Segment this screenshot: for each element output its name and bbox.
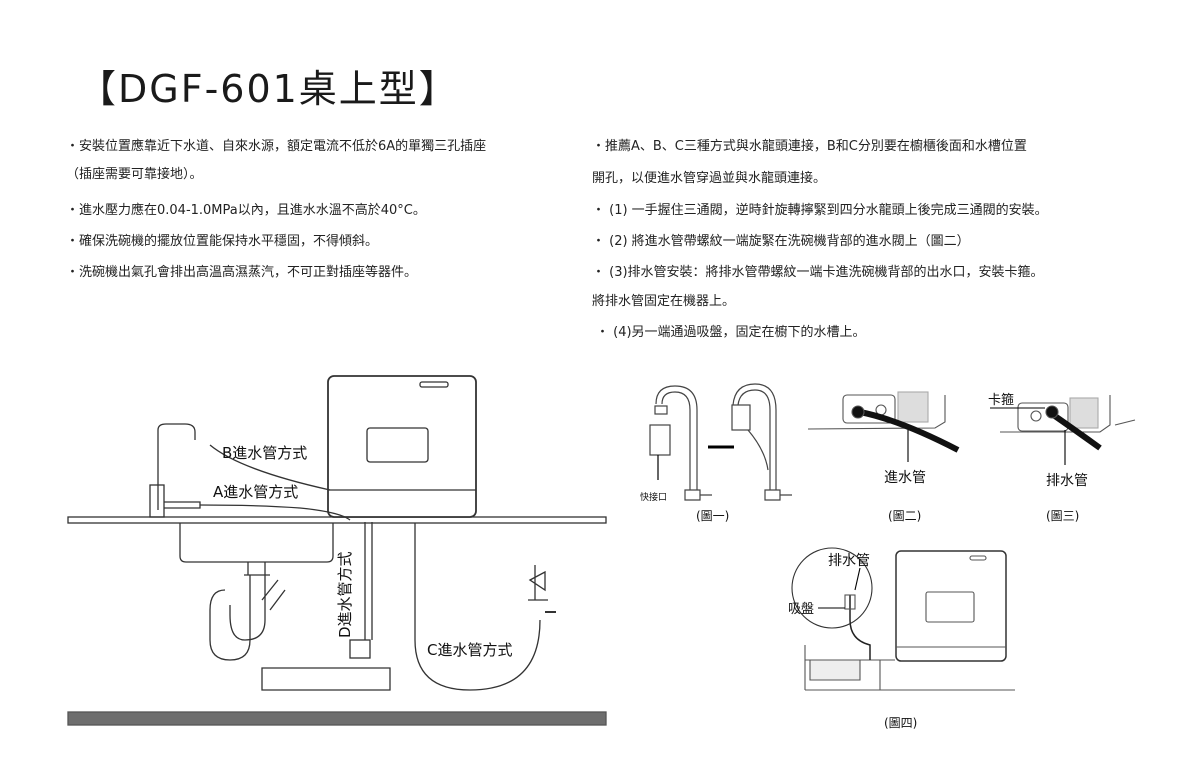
- label-method-b: B進水管方式: [222, 444, 307, 462]
- figure-3-drain-hose: [990, 395, 1136, 465]
- fig4-drain-hose-label: 排水管: [828, 553, 870, 569]
- dishwasher-window: [366, 427, 429, 463]
- figure-2-inlet-hose: [807, 391, 960, 462]
- figure-1-faucet: [649, 383, 792, 501]
- note-line: ・ (1) 一手握住三通閥，逆時針旋轉擰緊到四分水龍頭上後完成三通閥的安裝。: [592, 203, 1048, 218]
- fig4-caption: (圖四): [884, 716, 917, 730]
- floor-shelf: [67, 711, 607, 726]
- note-line: ・推薦A、B、C三種方式與水龍頭連接，B和C分別要在櫥櫃後面和水槽位置: [592, 139, 1027, 154]
- note-line: ・確保洗碗機的擺放位置能保持水平穩固，不得傾斜。: [66, 234, 379, 249]
- fig3-drain-hose-label: 排水管: [1046, 473, 1088, 489]
- note-line: ・ (3)排水管安裝：將排水管帶螺紋一端卡進洗碗機背部的出水口，安裝卡箍。: [592, 265, 1044, 280]
- figure-4-suction-cup: [791, 547, 1015, 691]
- drain-trap: [209, 562, 270, 661]
- fig1-quick-connector-label: 快接口: [640, 491, 667, 503]
- label-method-d: D進水管方式: [336, 551, 354, 638]
- note-line: ・洗碗機出氣孔會排出高溫高濕蒸汽，不可正對插座等器件。: [66, 265, 418, 280]
- note-line: 開孔，以便進水管穿過並與水龍頭連接。: [592, 171, 827, 186]
- under-sink-pipe: [261, 667, 391, 691]
- fig4-suction-cup-label: 吸盤: [788, 602, 814, 617]
- left-installation-diagram: [67, 375, 607, 726]
- note-line: （插座需要可靠接地）。: [66, 167, 203, 182]
- note-line: ・ (2) 將進水管帶螺紋一端旋緊在洗碗機背部的進水閥上（圖二）: [592, 234, 970, 249]
- inlet-hose: [364, 522, 541, 691]
- fig1-caption: (圖一): [696, 509, 729, 523]
- faucet: [157, 423, 196, 510]
- dishwasher: [327, 375, 477, 518]
- note-line: ・進水壓力應在0.04-1.0MPa以內，且進水水溫不高於40°C。: [66, 203, 426, 218]
- fig3-clamp-label: 卡箍: [988, 392, 1014, 408]
- page-title: 【DGF-601桌上型】: [78, 67, 459, 111]
- sink-basin: [179, 523, 334, 563]
- note-line: 將排水管固定在機器上。: [592, 294, 736, 309]
- fig3-caption: (圖三): [1046, 509, 1079, 523]
- label-method-c: C進水管方式: [427, 641, 512, 659]
- note-line: ・安裝位置應靠近下水道、自來水源，額定電流不低於6A的單獨三孔插座: [66, 139, 487, 154]
- note-line: ・ (4)另一端通過吸盤，固定在櫥下的水槽上。: [596, 325, 866, 340]
- fig2-caption: (圖二): [888, 509, 921, 523]
- fig2-inlet-hose-label: 進水管: [884, 470, 926, 486]
- label-method-a: A進水管方式: [213, 483, 298, 501]
